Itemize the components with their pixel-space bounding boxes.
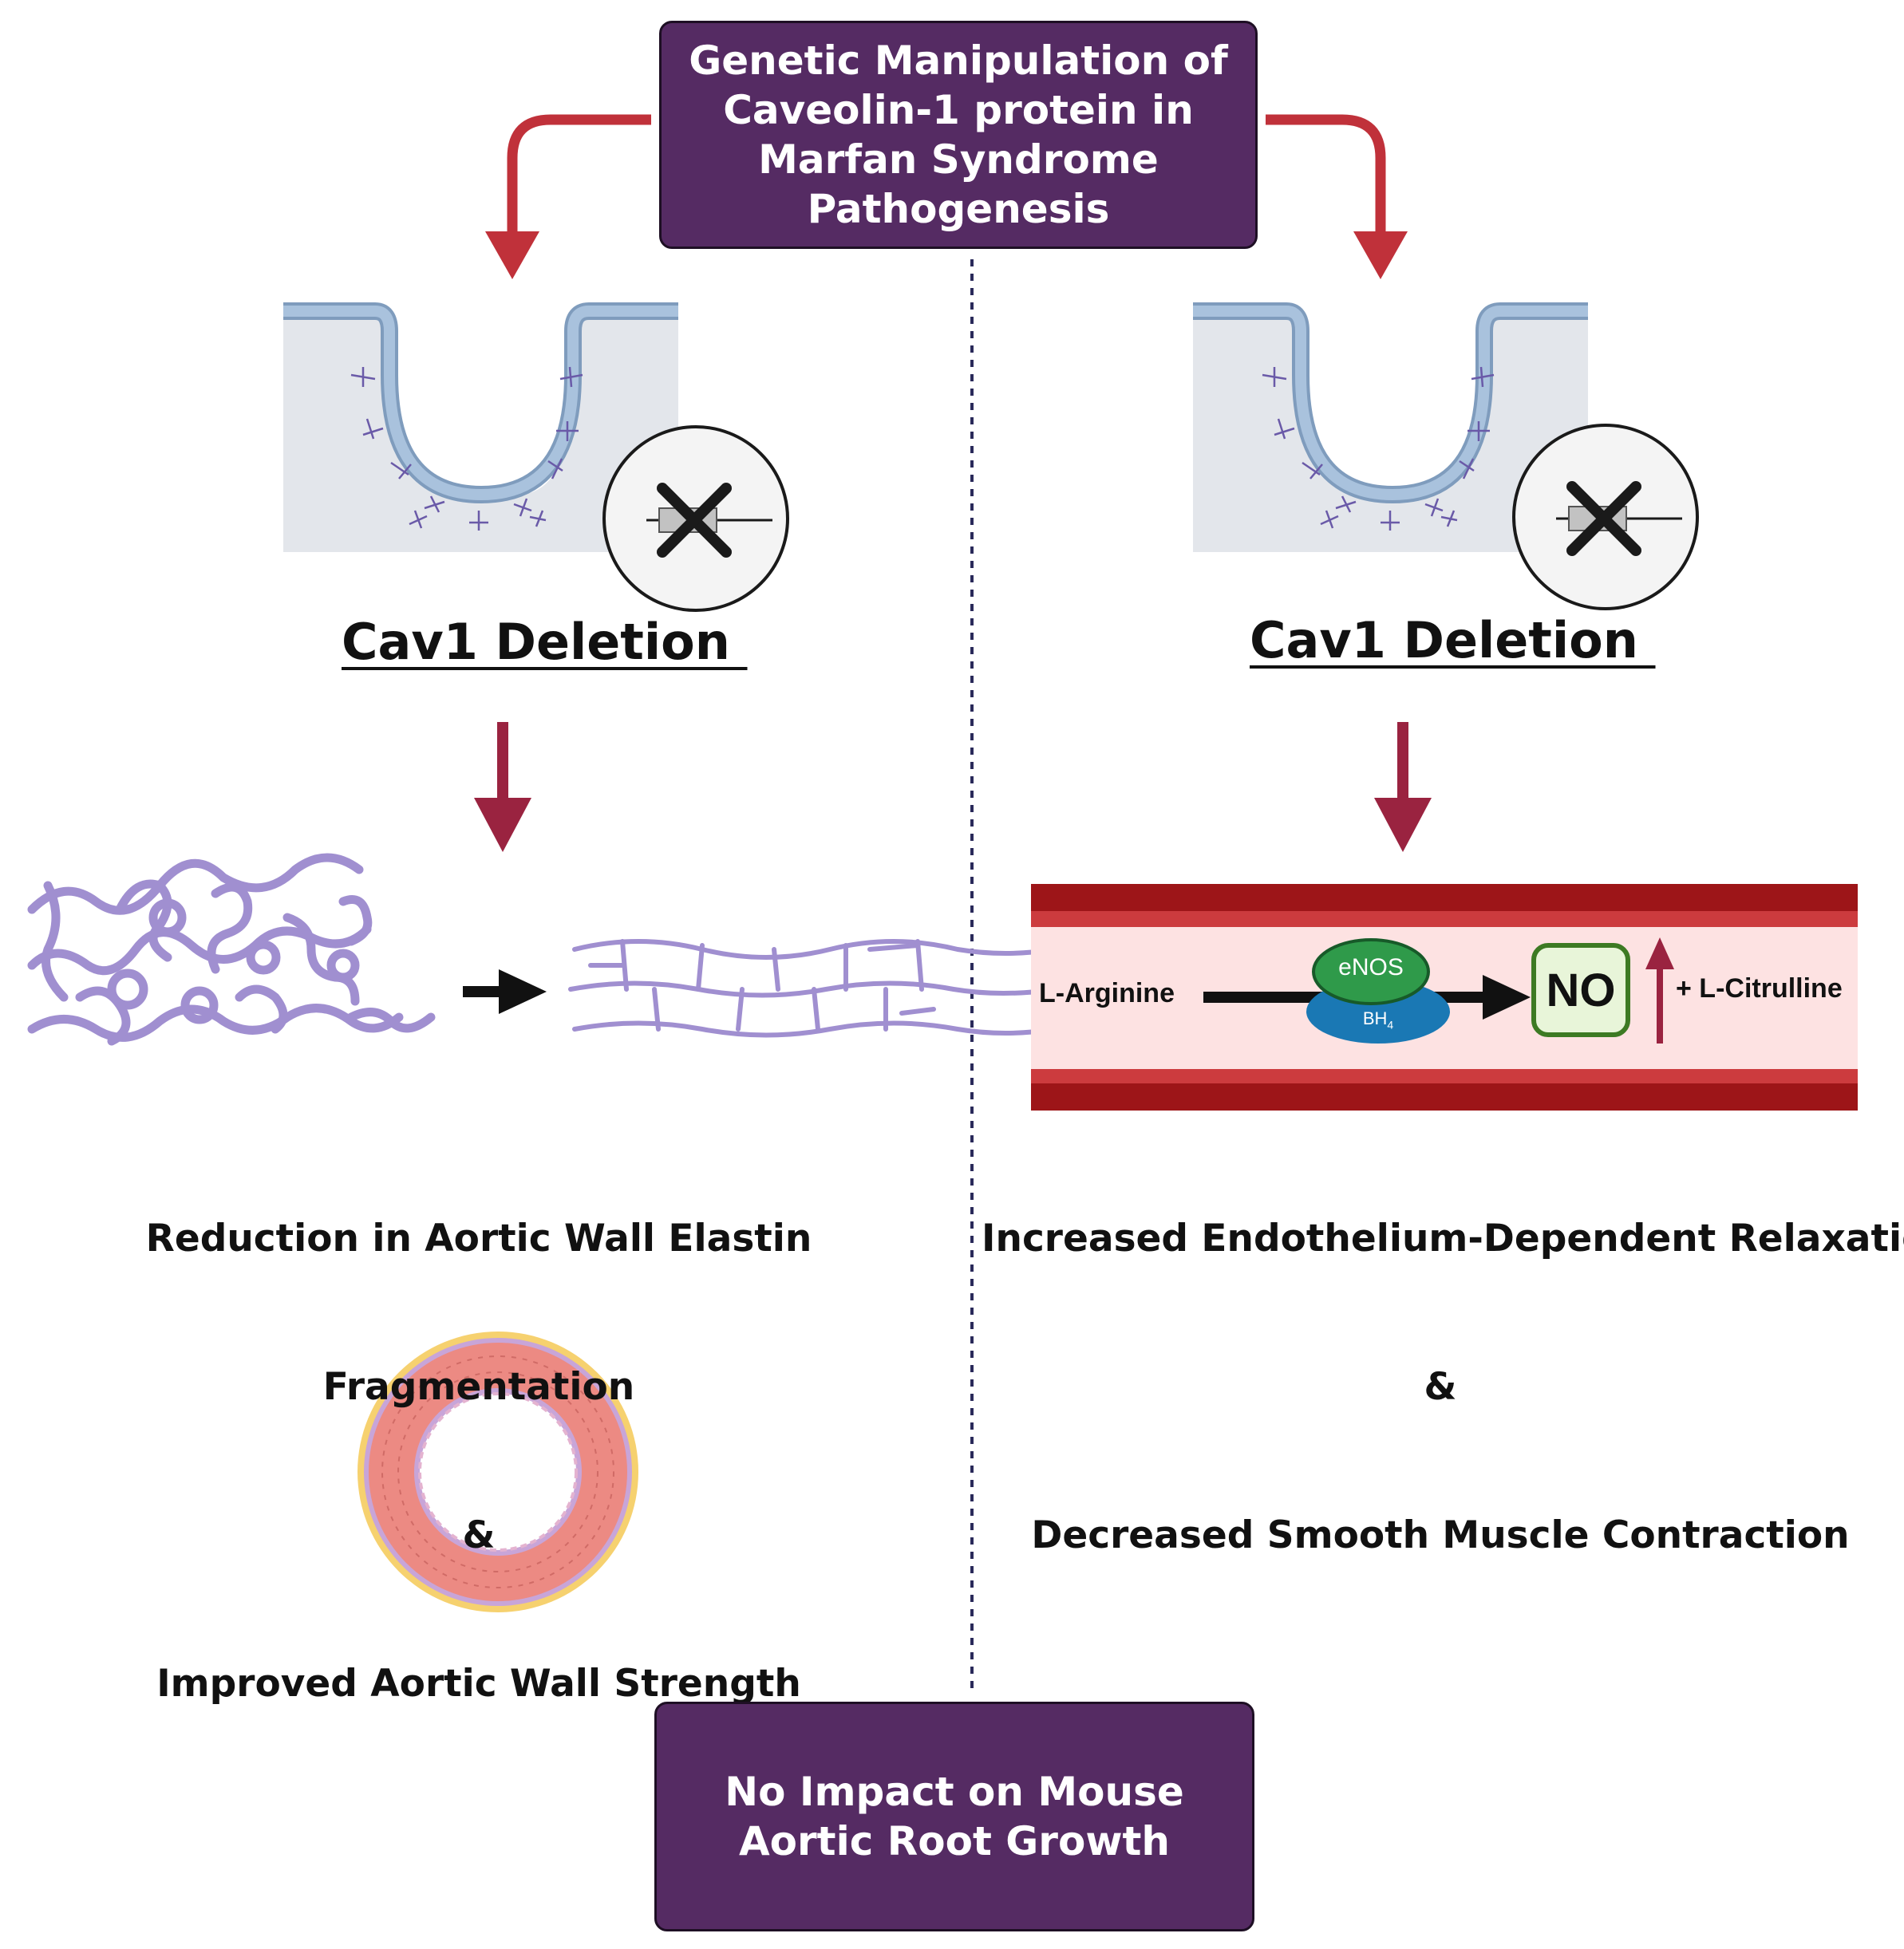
blood-vessel-illustration xyxy=(1031,884,1858,1111)
right-caption-line: & xyxy=(1424,1365,1457,1409)
bh4-label-main: BH xyxy=(1362,1008,1388,1028)
top-title-box: Genetic Manipulation of Caveolin-1 prote… xyxy=(659,21,1258,249)
top-title-text: Genetic Manipulation of Caveolin-1 prote… xyxy=(689,37,1228,232)
no-label: NO xyxy=(1546,965,1616,1016)
enos-enzyme xyxy=(1312,938,1430,1005)
aortic-ring-illustration xyxy=(357,1332,638,1612)
left-down-arrow xyxy=(474,722,531,852)
right-caption: Increased Endothelium-Dependent Relaxati… xyxy=(982,1115,1904,1610)
left-caveola-illustration xyxy=(283,302,789,612)
right-caption-line: Increased Endothelium-Dependent Relaxati… xyxy=(982,1217,1904,1261)
bottom-conclusion-box: No Impact on Mouse Aortic Root Growth xyxy=(654,1702,1254,1931)
enos-label: eNOS xyxy=(1338,954,1404,980)
right-caption-line: Decreased Smooth Muscle Contraction xyxy=(1031,1513,1850,1557)
l-citrulline-label: + L-Citrulline xyxy=(1676,973,1843,1004)
left-deletion-label: Cav1 Deletion xyxy=(342,613,748,671)
right-down-arrow xyxy=(1374,722,1432,852)
top-right-arrow xyxy=(1266,114,1408,279)
no-product-box xyxy=(1531,943,1630,1037)
l-arginine-label: L-Arginine xyxy=(1039,978,1175,1008)
right-caveola-illustration xyxy=(1193,302,1699,610)
bh4-label: BH4 xyxy=(1330,1008,1426,1031)
left-caption-line: Improved Aortic Wall Strength xyxy=(156,1662,801,1706)
fragmented-elastin-illustration xyxy=(27,853,436,1046)
left-caption: Reduction in Aortic Wall Elastin Fragmen… xyxy=(120,1115,838,1758)
bottom-conclusion-text: No Impact on Mouse Aortic Root Growth xyxy=(725,1769,1184,1864)
left-caption-line: & xyxy=(462,1513,496,1557)
left-caption-line: Reduction in Aortic Wall Elastin xyxy=(145,1217,812,1261)
bh4-label-subscript: 4 xyxy=(1387,1018,1394,1032)
right-deletion-label: Cav1 Deletion xyxy=(1250,611,1656,669)
intact-elastin-illustration xyxy=(568,939,1060,1038)
elastin-transition-arrow xyxy=(463,969,547,1014)
left-caption-line: Fragmentation xyxy=(322,1365,635,1409)
top-left-arrow xyxy=(485,114,651,279)
